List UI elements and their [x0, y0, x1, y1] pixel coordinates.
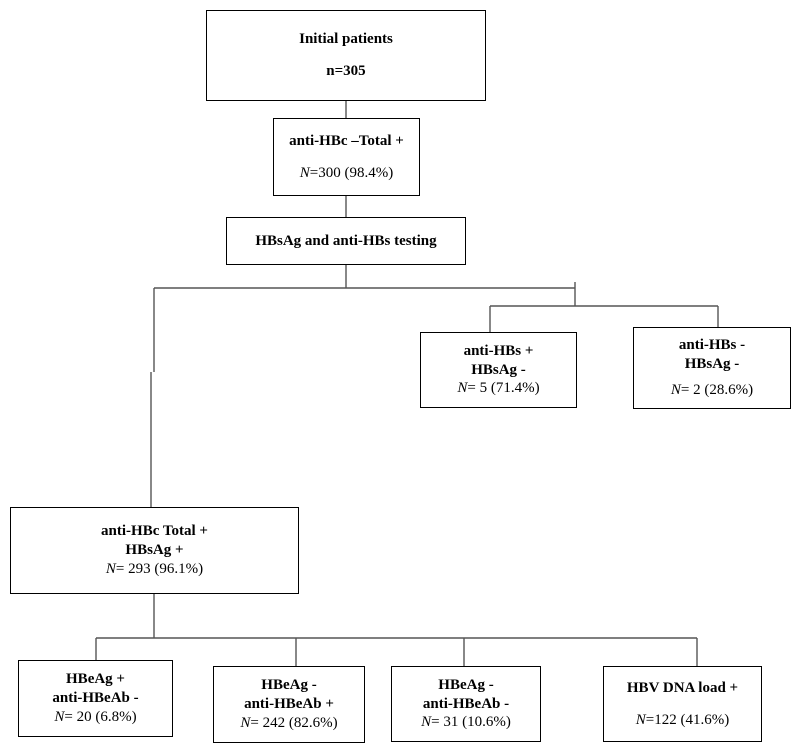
n-symbol: N: [421, 714, 432, 731]
n-value: = 20 (6.8%): [64, 708, 137, 725]
hbeag-positive-line2: anti-HBeAb -: [52, 690, 139, 707]
hbeag-neg-ab-pos-n: N= 242 (82.6%): [240, 714, 337, 733]
n-value: =122 (41.6%): [645, 711, 730, 728]
hbeag-positive-n: N= 20 (6.8%): [54, 708, 136, 727]
anti-hbs-negative-line1: anti-HBs -: [678, 336, 746, 353]
hbeag-neg-ab-neg-box: HBeAg - anti-HBeAb - N= 31 (10.6%): [391, 666, 541, 742]
testing-title: HBsAg and anti-HBs testing: [255, 232, 437, 249]
hbeag-positive-line1: HBeAg +: [66, 671, 125, 688]
hbeag-neg-ab-pos-line1: HBeAg -: [261, 677, 317, 694]
hbsag-positive-line2: HBsAg +: [125, 542, 184, 559]
hbeag-neg-ab-pos-line2: anti-HBeAb +: [244, 696, 334, 713]
hbeag-positive-box: HBeAg + anti-HBeAb - N= 20 (6.8%): [18, 660, 173, 737]
hbv-dna-n: N=122 (41.6%): [636, 711, 729, 730]
n-value: = 293 (96.1%): [115, 560, 204, 577]
hbsag-positive-n: N= 293 (96.1%): [106, 560, 203, 579]
hbeag-neg-ab-neg-n: N= 31 (10.6%): [421, 713, 511, 732]
hbsag-positive-box: anti-HBc Total + HBsAg + N= 293 (96.1%): [10, 507, 299, 594]
n-symbol: N: [299, 164, 310, 181]
hbv-dna-box: HBV DNA load + N=122 (41.6%): [603, 666, 762, 742]
n-value: = 5 (71.4%): [467, 380, 540, 397]
anti-hbs-positive-n: N= 5 (71.4%): [457, 379, 539, 398]
anti-hbc-total-title: anti-HBc –Total +: [289, 132, 404, 149]
hbeag-neg-ab-pos-box: HBeAg - anti-HBeAb + N= 242 (82.6%): [213, 666, 365, 743]
n-symbol: N: [105, 560, 116, 577]
hbeag-neg-ab-neg-line1: HBeAg -: [438, 676, 494, 693]
anti-hbs-positive-line2: HBsAg -: [471, 361, 526, 378]
n-value: = 2 (28.6%): [680, 382, 754, 399]
n-symbol: N: [54, 708, 65, 725]
n-symbol: N: [457, 380, 468, 397]
anti-hbc-total-n: N=300 (98.4%): [300, 164, 393, 183]
initial-patients-title: Initial patients: [299, 31, 393, 48]
anti-hbs-negative-line2: HBsAg -: [684, 355, 740, 372]
anti-hbs-negative-n: N= 2 (28.6%): [671, 381, 753, 400]
n-symbol: N: [635, 711, 646, 728]
n-value: = 31 (10.6%): [431, 714, 511, 731]
n-symbol: N: [670, 382, 681, 399]
hbsag-positive-line1: anti-HBc Total +: [101, 523, 208, 540]
hbv-dna-line1: HBV DNA load +: [626, 679, 739, 696]
initial-patients-box: Initial patients n=305: [206, 10, 486, 101]
testing-box: HBsAg and anti-HBs testing: [226, 217, 466, 265]
anti-hbs-positive-box: anti-HBs + HBsAg - N= 5 (71.4%): [420, 332, 577, 408]
n-symbol: N: [240, 714, 251, 731]
n-value: = 242 (82.6%): [250, 714, 338, 731]
anti-hbs-negative-box: anti-HBs - HBsAg - N= 2 (28.6%): [633, 327, 791, 409]
initial-patients-count: n=305: [326, 63, 366, 79]
hbeag-neg-ab-neg-line2: anti-HBeAb -: [422, 695, 510, 712]
anti-hbc-total-box: anti-HBc –Total + N=300 (98.4%): [273, 118, 420, 196]
anti-hbs-positive-line1: anti-HBs +: [463, 342, 534, 359]
n-value: =300 (98.4%): [309, 164, 394, 181]
